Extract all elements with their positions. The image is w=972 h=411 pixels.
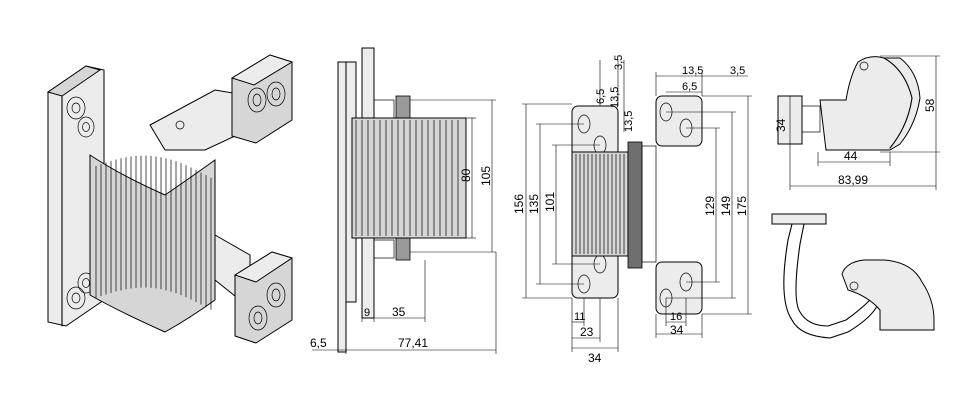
dim-13-5-front-a: 13,5 [609,87,621,108]
dim-13-5-front-b: 13,5 [623,111,635,132]
front-view [522,60,752,352]
dim-11: 11 [574,311,585,323]
dim-44: 44 [844,149,858,163]
top-view [771,55,940,339]
dim-101: 101 [543,192,557,212]
dim-23: 23 [580,325,594,339]
dim-135: 135 [527,194,541,214]
dim-13-5-top: 13,5 [682,65,703,77]
dim-6-5-top: 6,5 [682,81,697,93]
dim-35: 35 [392,305,406,319]
dim-3-5-top: 3,5 [730,65,745,77]
isometric-view [46,54,294,344]
dim-58: 58 [923,98,937,112]
dim-34-top: 34 [774,118,788,132]
dim-149: 149 [719,196,733,216]
dim-6-5-side: 6,5 [310,336,327,350]
dim-3-5-front: 3,5 [613,55,625,70]
dim-34-left: 34 [588,351,602,365]
dim-9: 9 [364,307,370,319]
dim-129: 129 [703,196,717,216]
dim-16: 16 [670,311,682,323]
dim-156: 156 [512,194,526,214]
side-view [312,47,497,354]
dim-77-41: 77,41 [398,336,428,350]
dim-175: 175 [735,196,749,216]
dim-34-right: 34 [670,323,684,337]
dim-83-99: 83,99 [838,173,868,187]
dim-6-5-front: 6,5 [595,89,607,104]
dim-80: 80 [459,168,473,182]
dim-105: 105 [479,166,493,186]
